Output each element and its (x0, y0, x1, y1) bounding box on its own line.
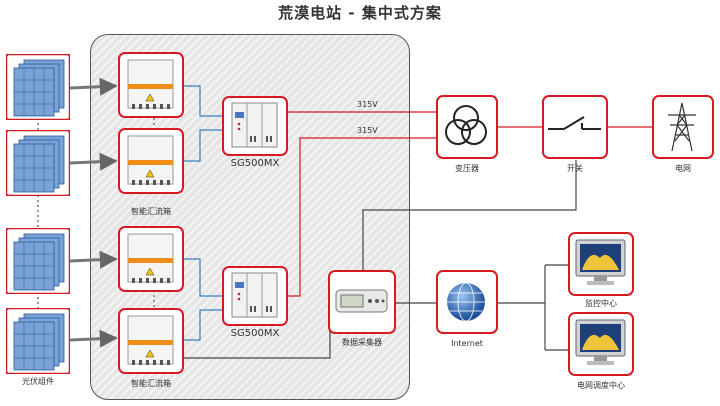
combiner-box-icon (127, 59, 174, 109)
pv-panel-icon (4, 128, 72, 198)
combiner-box-icon (127, 135, 174, 185)
pv-module-array-4 (4, 306, 72, 378)
page-title: 荒漠电站 - 集中式方案 (278, 4, 442, 22)
pv-panel-icon (4, 52, 72, 122)
pv-panel-icon (4, 226, 72, 296)
inverter-label-2: SG500MX (230, 328, 280, 339)
combiner-box-icon (127, 233, 174, 283)
voltage-label-1: 315V (357, 100, 378, 109)
inverter-1 (222, 96, 288, 156)
monitoring-center (568, 232, 634, 296)
power-tower-icon (668, 102, 696, 152)
transformer-label: 变压器 (455, 164, 479, 173)
monitoring-center-label: 监控中心 (585, 299, 617, 308)
inverter-icon (231, 272, 278, 318)
grid-label: 电网 (675, 164, 691, 173)
dispatch-center-label: 电网调度中心 (577, 381, 625, 390)
pv-modules-label: 光伏组件 (22, 377, 54, 386)
inverter-label-1: SG500MX (230, 158, 280, 169)
combiner-box-3 (118, 226, 184, 292)
combiner-box-2 (118, 128, 184, 194)
combiner-box-1 (118, 52, 184, 118)
pv-module-array-3 (4, 226, 72, 298)
ac-lines (288, 111, 652, 297)
data-logger-icon (335, 289, 388, 313)
transformer (436, 95, 498, 159)
internet (436, 270, 498, 334)
dispatch-center (568, 312, 634, 376)
switch-label: 开关 (567, 164, 583, 173)
switch (542, 95, 608, 159)
combiner-box-label-top: 智能汇流箱 (131, 207, 171, 216)
combiner-box-icon (127, 315, 174, 365)
monitor-icon (575, 319, 626, 365)
grid (652, 95, 714, 159)
monitor-icon (575, 239, 626, 285)
pv-to-combiner-arrows (69, 77, 118, 348)
inverter-2 (222, 266, 288, 326)
dc-lines (184, 85, 222, 341)
inverter-icon (231, 102, 278, 148)
pv-panel-icon (4, 306, 72, 376)
pv-module-array-1 (4, 52, 72, 124)
pv-module-array-2 (4, 128, 72, 200)
signal-lines (184, 160, 577, 359)
data-logger (328, 270, 396, 334)
internet-label: Internet (451, 339, 483, 348)
transformer-icon (445, 105, 487, 145)
data-logger-label: 数据采集器 (342, 338, 382, 347)
globe-icon (447, 282, 485, 322)
switch-icon (548, 116, 601, 130)
voltage-label-2: 315V (357, 126, 378, 135)
combiner-box-label-bottom: 智能汇流箱 (131, 379, 171, 388)
combiner-box-4 (118, 308, 184, 374)
